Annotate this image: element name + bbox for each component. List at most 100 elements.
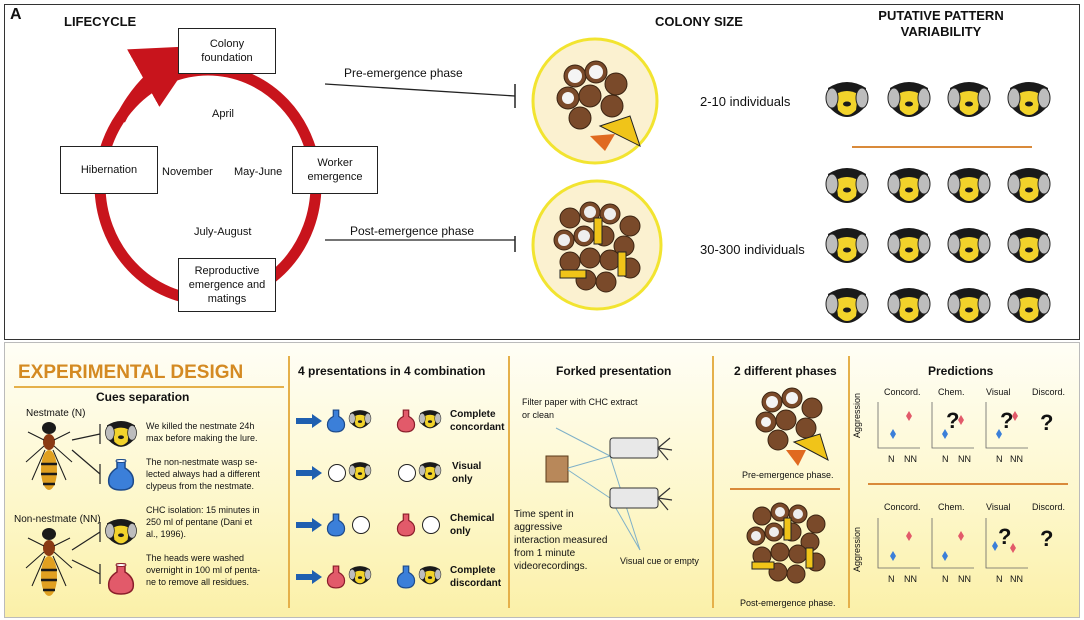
forked-apparatus (545, 427, 673, 551)
x-label-nn: NN (958, 454, 971, 464)
non-nestmate-head-icon (105, 518, 137, 546)
wasp-head-icon (1007, 167, 1051, 204)
combo-label: Complete discordant (450, 564, 501, 590)
arrow-icon (296, 518, 322, 532)
wasp-head-icon (418, 409, 442, 429)
cue-text-block: We killed the nestmate 24h max before ma… (146, 420, 258, 444)
wasp-head-icon (887, 81, 931, 118)
y-axis-label: Aggression (852, 526, 862, 572)
separator-2 (508, 356, 510, 608)
time-line: Time spent in (514, 509, 574, 520)
non-nestmate-wasp-icon (25, 528, 73, 596)
combo-label-line: discordant (450, 578, 502, 589)
question-mark: ? (998, 524, 1012, 549)
worker-line1: Worker (317, 156, 353, 169)
forked-title: Forked presentation (556, 364, 672, 378)
time-line: aggressive (514, 522, 563, 533)
cue-text-line: clypeus from the nestmate. (146, 481, 255, 492)
blue-flask-icon (107, 459, 135, 491)
pre-phase-label: Pre-emergence phase. (742, 470, 834, 480)
pattern-divider (852, 146, 1032, 148)
worker-line2: emergence (307, 171, 363, 183)
combo-label-line: only (450, 526, 471, 537)
wasp-head-icon (825, 167, 869, 204)
time-line: from 1 minute (514, 548, 576, 559)
cue-text-line: max before making the lure. (146, 433, 258, 444)
combo-label: Complete concordant (450, 408, 504, 434)
x-label-n: N (996, 454, 1003, 464)
cue-text-line: We killed the nestmate 24h (146, 421, 255, 431)
post-emergence-line (325, 236, 516, 252)
cue-text-line: The heads were washed (146, 553, 245, 563)
repro-line2: emergence and (188, 278, 266, 291)
repro-line1: Reproductive (194, 264, 260, 277)
combo-label-line: Visual (452, 461, 482, 472)
panel-b (4, 342, 1080, 618)
pre-emergence-nest-small (755, 387, 829, 466)
cue-text-line: CHC isolation: 15 minutes in (146, 505, 260, 515)
empty-circle-icon (398, 464, 416, 482)
question-mark: ? (1040, 526, 1054, 551)
foundation-line2: foundation (201, 52, 253, 64)
post-emergence-nest-small (746, 502, 826, 584)
time-line: interaction measured (514, 535, 608, 546)
experimental-design-title: EXPERIMENTAL DESIGN (18, 362, 244, 383)
nestmate-label: Nestmate (N) (26, 408, 86, 419)
hibernation-box: Hibernation (60, 146, 158, 194)
month-april: April (212, 108, 235, 120)
x-label-nn: NN (904, 574, 917, 584)
y-axis-label: Aggression (852, 392, 862, 438)
x-label-n: N (942, 574, 949, 584)
cue-text-line: ne to remove all residues. (146, 577, 250, 588)
red-flask-icon (326, 565, 346, 589)
wasp-head-icon (418, 461, 442, 481)
worker-emergence-box: Worker emergence (292, 146, 378, 194)
x-label-n: N (942, 454, 949, 464)
blue-flask-icon (326, 409, 346, 433)
filter-paper-label: Filter paper with CHC extract or clean (522, 396, 638, 421)
x-label-nn: NN (904, 454, 917, 464)
month-may-june: May-June (234, 166, 283, 178)
cues-title: Cues separation (96, 390, 190, 404)
question-mark: ? (1040, 410, 1054, 435)
pred-col-label: Visual (986, 502, 1011, 512)
size-small: 2-10 individuals (700, 94, 791, 109)
pred-col-label: Concord. (884, 387, 921, 397)
cue-text-line: 250 ml of pentane (Dani et (146, 517, 253, 528)
month-november: November (162, 166, 213, 178)
arrow-icon (296, 414, 322, 428)
repro-line3: matings (207, 293, 247, 306)
question-mark: ? (1000, 408, 1014, 433)
x-label-nn: NN (1010, 454, 1023, 464)
wasp-head-icon (947, 81, 991, 118)
size-large: 30-300 individuals (700, 242, 805, 257)
wasp-head-icon (947, 287, 991, 324)
post-phase-label: Post-emergence phase. (740, 598, 836, 608)
question-mark: ? (946, 408, 960, 433)
separator-3 (712, 356, 714, 608)
wasp-head-icon (887, 287, 931, 324)
wasp-head-icon (418, 565, 442, 585)
filter-line1: Filter paper with CHC extract (522, 397, 638, 407)
wasp-head-icon (348, 461, 372, 481)
cue-text-line: al., 1996). (146, 529, 187, 540)
phases-title: 2 different phases (734, 364, 837, 378)
panel-a-label: A (10, 6, 22, 23)
non-nestmate-label: Non-nestmate (NN) (14, 514, 101, 525)
wasp-head-icon (825, 227, 869, 264)
empty-circle-icon (352, 516, 370, 534)
combo-label-line: only (452, 474, 473, 485)
pattern-title-line2: VARIABILITY (900, 23, 982, 39)
pattern-title: PUTATIVE PATTERN VARIABILITY (876, 8, 1006, 39)
red-flask-icon (107, 563, 135, 595)
predictions-plot-row2 (877, 518, 1028, 569)
hibernation-text: Hibernation (80, 163, 138, 176)
pred-col-label: Chem. (938, 387, 965, 397)
nestmate-wasp-icon (25, 422, 73, 490)
time-line: videorecordings. (514, 561, 588, 572)
arrow-icon (296, 570, 322, 584)
colony-size-title: COLONY SIZE (655, 14, 743, 29)
pre-emergence-nest-image (531, 37, 659, 165)
